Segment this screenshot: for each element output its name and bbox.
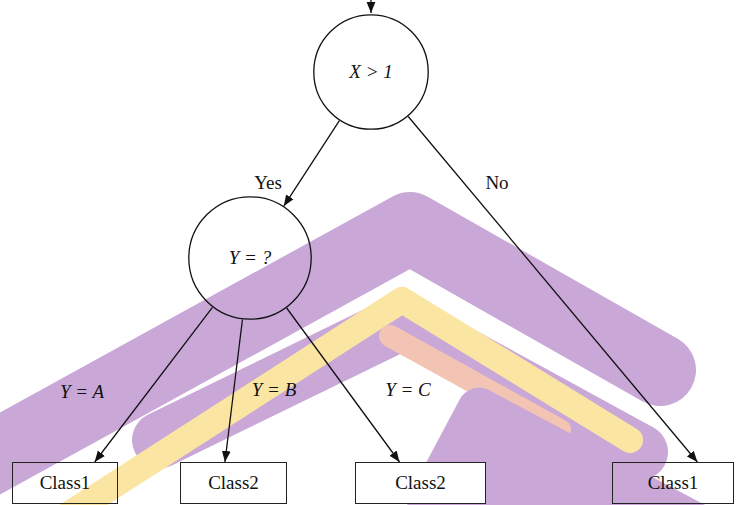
node-text: Y = ? [229, 248, 271, 269]
node-text: Class1 [40, 473, 91, 494]
branch-label: Y = B [252, 380, 297, 401]
tree-branch [225, 320, 243, 462]
tree-branch [284, 121, 340, 206]
entry-arrow [370, 0, 371, 13]
branch-label: Y = C [385, 380, 431, 401]
decision-circle: X > 1 [313, 14, 429, 130]
leaf-box: Class1 [12, 462, 118, 504]
leaf-box: Class1 [612, 462, 734, 504]
branch-label: Y = A [60, 382, 104, 403]
leaf-box: Class2 [180, 462, 287, 504]
node-text: Class2 [208, 473, 259, 494]
node-text: X > 1 [349, 62, 392, 83]
tree-branch [287, 308, 400, 462]
branch-label: Yes [254, 173, 282, 194]
node-text: Class1 [648, 473, 699, 494]
tree-branch [408, 116, 697, 462]
decision-circle: Y = ? [188, 196, 312, 320]
leaf-box: Class2 [355, 462, 486, 504]
node-text: Class2 [395, 473, 446, 494]
branch-label: No [485, 173, 508, 194]
tree-branch [95, 307, 213, 462]
